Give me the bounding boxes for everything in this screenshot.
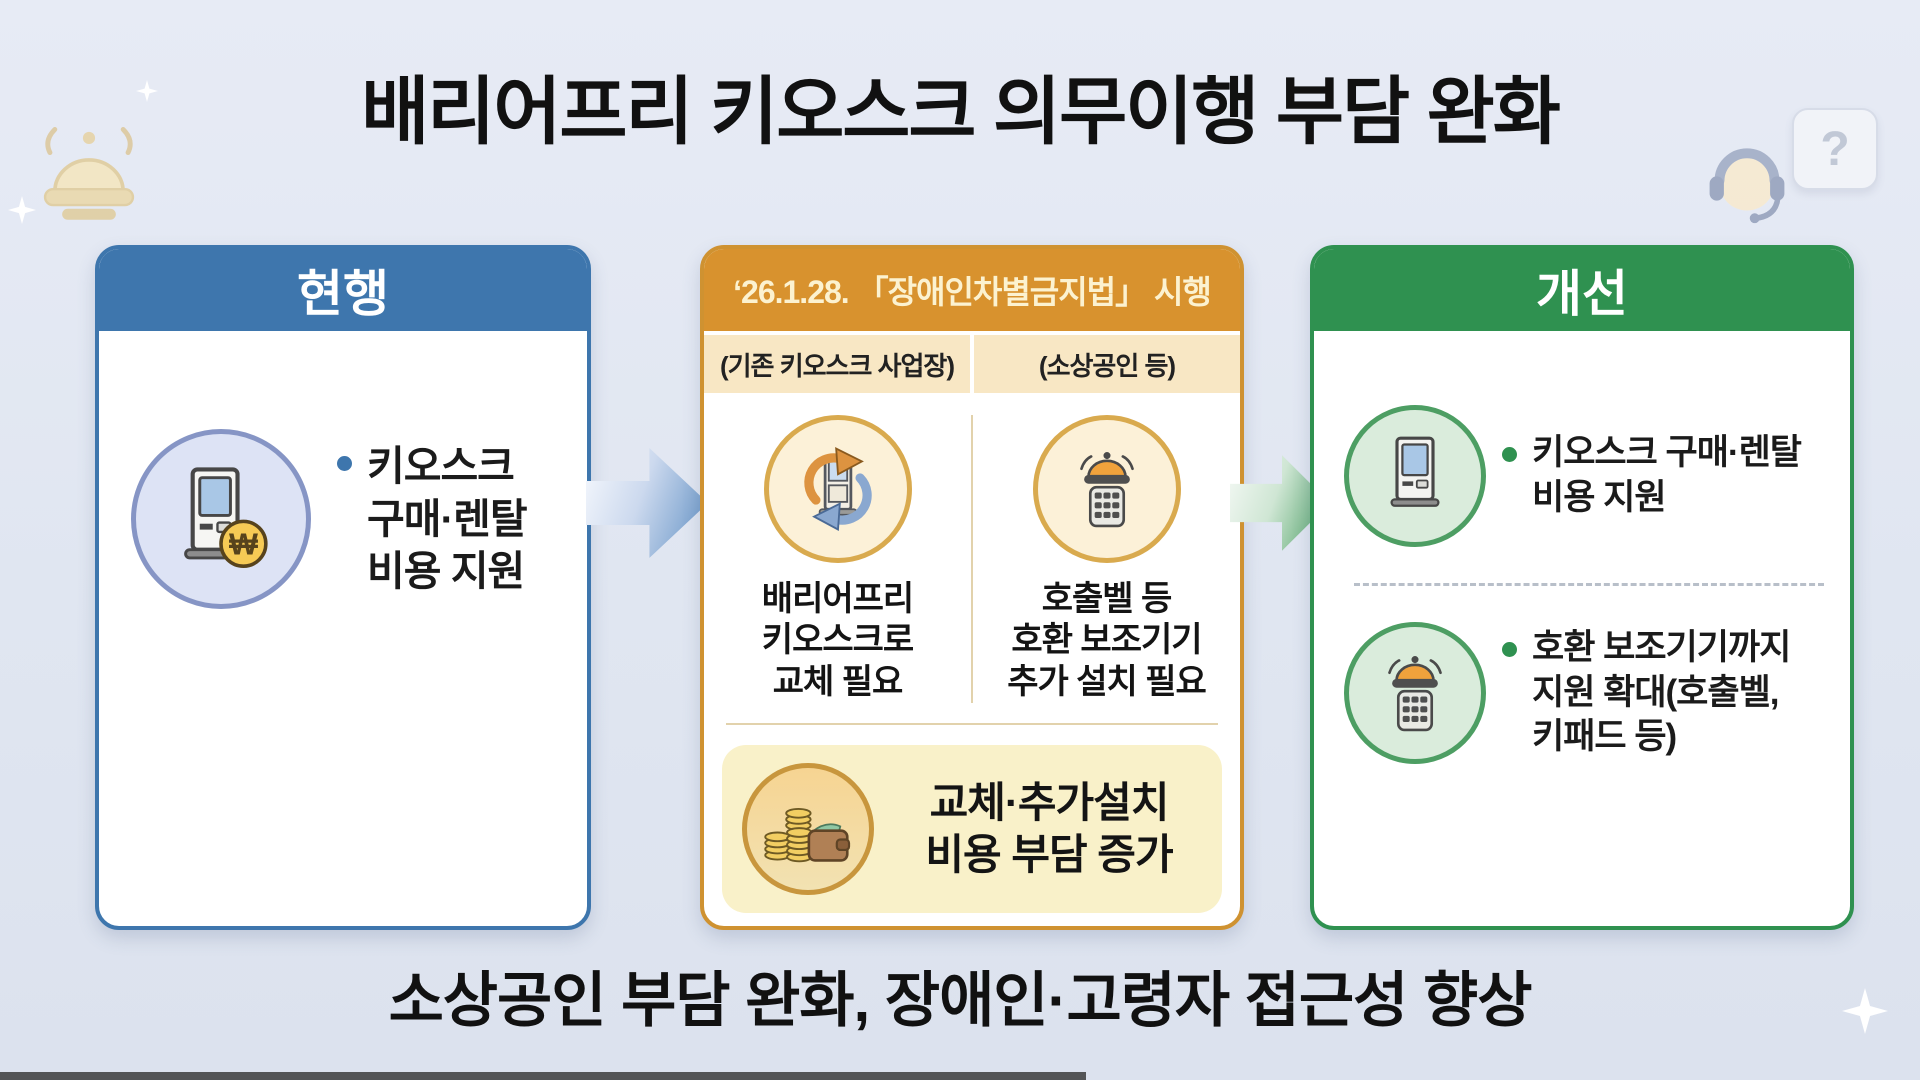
cost-burden-box: 교체·추가설치 비용 부담 증가 [722, 745, 1222, 914]
panel-improved: 개선 키오스크 구매·렌탈 비용 지원 [1310, 245, 1854, 930]
improved-benefit-item-2: 호환 보조기기까지 지원 확대(호출벨, 키패드 등) [1502, 626, 1791, 760]
law-col-existing: 배리어프리 키오스크로 교체 필요 [704, 415, 971, 703]
column-divider [971, 415, 973, 704]
page-title: 배리어프리 키오스크 의무이행 부담 완화 [361, 70, 1561, 153]
dashed-divider [1354, 583, 1824, 586]
smallbiz-requirement-text: 호출벨 등 호환 보조기기 추가 설치 필요 [1007, 580, 1207, 701]
current-benefit-item: 키오스크 구매·렌탈 비용 지원 [337, 440, 528, 597]
call-bell-keypad-icon [1032, 415, 1181, 563]
horizontal-divider [726, 723, 1218, 726]
improved-row-kiosk: 키오스크 구매·렌탈 비용 지원 [1344, 405, 1834, 547]
panel-current: 현행 ₩ 키오스크 구매·렌탈 비용 지원 [95, 245, 591, 930]
bullet-dot [1502, 641, 1517, 657]
question-bubble-icon: ? [1792, 108, 1878, 190]
kiosk-icon [1344, 405, 1486, 547]
label-existing-kiosk: (기존 키오스크 사업장) [704, 335, 970, 393]
panel-improved-header: 개선 [1314, 249, 1850, 331]
existing-requirement-text: 배리어프리 키오스크로 교체 필요 [761, 580, 914, 701]
service-bell-decor-icon [28, 116, 150, 238]
bullet-dot [337, 456, 352, 472]
panel-law-header: ‘26.1.28. 「장애인차별금지법」 시행 [704, 249, 1240, 331]
law-column-labels: (기존 키오스크 사업장) (소상공인 등) [704, 335, 1240, 393]
panel-current-body: ₩ 키오스크 구매·렌탈 비용 지원 [99, 331, 587, 609]
video-progress-bar [0, 1072, 1086, 1080]
law-columns: 배리어프리 키오스크로 교체 필요 [704, 393, 1240, 704]
question-mark-text: ? [1820, 122, 1850, 176]
call-bell-keypad-icon [1344, 622, 1486, 764]
headset-operator-icon [1692, 128, 1802, 238]
improved-row-assistive: 호환 보조기기까지 지원 확대(호출벨, 키패드 등) [1344, 622, 1834, 764]
label-small-business: (소상공인 등) [974, 335, 1240, 393]
law-col-smallbiz: 호출벨 등 호환 보조기기 추가 설치 필요 [973, 415, 1240, 703]
panel-current-header: 현행 [99, 249, 587, 331]
won-symbol: ₩ [229, 527, 258, 561]
coins-wallet-icon [742, 763, 874, 896]
improved-benefit-item-1: 키오스크 구매·렌탈 비용 지원 [1502, 431, 1802, 521]
panel-improved-body: 키오스크 구매·렌탈 비용 지원 [1314, 331, 1850, 764]
footer-text: 소상공인 부담 완화, 장애인·고령자 접근성 향상 [388, 967, 1533, 1034]
improved-benefit-text-1: 키오스크 구매·렌탈 비용 지원 [1532, 433, 1802, 517]
bullet-dot [1502, 447, 1517, 463]
arrow-right-blue-icon [586, 448, 708, 558]
current-benefit-text: 키오스크 구매·렌탈 비용 지원 [367, 443, 528, 595]
cost-burden-text: 교체·추가설치 비용 부담 증가 [925, 778, 1173, 879]
kiosk-won-icon: ₩ [131, 429, 311, 609]
replace-kiosk-icon [763, 415, 912, 563]
improved-benefit-text-2: 호환 보조기기까지 지원 확대(호출벨, 키패드 등) [1532, 627, 1791, 757]
panel-law: ‘26.1.28. 「장애인차별금지법」 시행 (기존 키오스크 사업장) (소… [700, 245, 1244, 930]
